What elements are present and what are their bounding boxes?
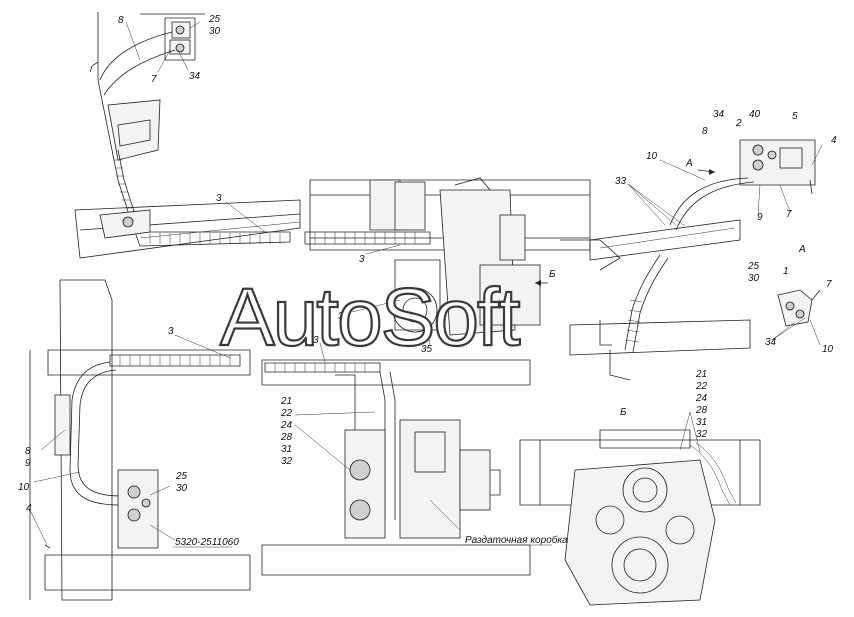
view-b-title: Б: [620, 407, 627, 418]
view-b-assembly: [519, 429, 761, 606]
callout-32-right: 32: [696, 429, 708, 440]
callout-3-a: 3: [216, 193, 222, 204]
center-frame-assembly: [304, 177, 621, 336]
callout-24-center: 24: [280, 420, 293, 431]
callout-8-top: 8: [118, 15, 124, 26]
corrugated-hose-3b: [304, 231, 431, 245]
top-left-assembly: [89, 12, 205, 226]
watermark-text: AutoSoft: [220, 272, 521, 363]
callout-numbers: 8 25 30 7 34 3 3 3 3 34 35 34 40 2 5 8 4…: [18, 14, 837, 548]
corrugated-hose-3a: [134, 231, 291, 247]
callout-4-right: 4: [831, 135, 837, 146]
view-a-marker: А: [685, 158, 693, 169]
callout-34-center: 34: [338, 311, 350, 322]
callout-7-top: 7: [151, 74, 157, 85]
callout-10-a: 10: [822, 344, 834, 355]
callout-32-center: 32: [281, 456, 293, 467]
callout-30-a: 30: [748, 273, 760, 284]
callout-31-center: 31: [281, 444, 292, 455]
left-frame-view: [29, 279, 251, 601]
callout-28-center: 28: [280, 432, 293, 443]
callout-24-right: 24: [695, 393, 708, 404]
callout-7-right: 7: [786, 209, 792, 220]
callout-3-c: 3: [168, 326, 174, 337]
callout-8-left: 8: [25, 446, 31, 457]
view-a-title: А: [798, 244, 806, 255]
center-bottom-assembly: [261, 359, 531, 576]
callout-25-a: 25: [747, 261, 760, 272]
callout-25-left: 25: [175, 471, 188, 482]
callout-22-center: 22: [280, 408, 293, 419]
callout-30-top: 30: [209, 26, 221, 37]
callout-3-d: 3: [313, 335, 319, 346]
callout-21-right: 21: [695, 369, 707, 380]
callout-10-left: 10: [18, 482, 30, 493]
callout-40-right: 40: [749, 109, 761, 120]
callout-35-center: 35: [421, 344, 433, 355]
callout-2-right: 2: [735, 118, 742, 129]
callout-1-a: 1: [783, 266, 789, 277]
part-number-caption: 5320-2511060: [175, 537, 239, 548]
callout-8-right: 8: [702, 126, 708, 137]
callout-5-right: 5: [792, 111, 798, 122]
callout-9-left: 9: [25, 458, 31, 469]
section-b-marker: Б: [549, 269, 556, 280]
callout-31-right: 31: [696, 417, 707, 428]
frame-rail-top-left: [74, 199, 301, 259]
corrugated-hose-3d: [264, 362, 381, 373]
callout-34-right: 34: [713, 109, 725, 120]
callout-25-top: 25: [208, 14, 221, 25]
callout-33-right: 33: [615, 176, 627, 187]
callout-7-a: 7: [826, 279, 832, 290]
right-top-assembly: [569, 139, 816, 381]
callout-21-center: 21: [280, 396, 292, 407]
callout-34-a: 34: [765, 337, 777, 348]
callout-3-b: 3: [359, 254, 365, 265]
callout-34-top: 34: [189, 71, 201, 82]
callout-28-right: 28: [695, 405, 708, 416]
callout-9-right: 9: [757, 212, 763, 223]
callout-leaders: [29, 21, 823, 546]
detail-a: [777, 289, 821, 327]
callout-10-right: 10: [646, 151, 658, 162]
callout-4-left: 4: [26, 503, 32, 514]
callout-22-right: 22: [695, 381, 708, 392]
transfer-case-caption: Раздаточная коробка: [465, 534, 568, 546]
callout-30-left: 30: [176, 483, 188, 494]
